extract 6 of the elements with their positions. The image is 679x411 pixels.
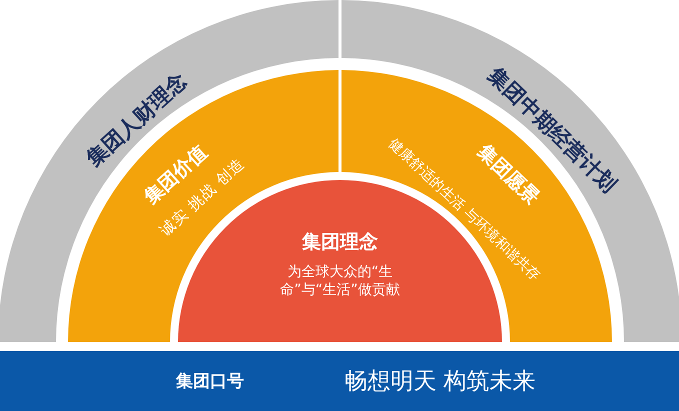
banner-title: 集团口号 (176, 370, 244, 392)
slogan-banner (0, 351, 679, 411)
ring-title: 集团愿景 (473, 140, 544, 210)
core-title: 集团理念 (302, 230, 378, 255)
slogan-text: 畅想明天 构筑未来 (344, 368, 536, 396)
core-statement: 为全球大众的“生命”与“生活”做贡献 (279, 262, 401, 300)
